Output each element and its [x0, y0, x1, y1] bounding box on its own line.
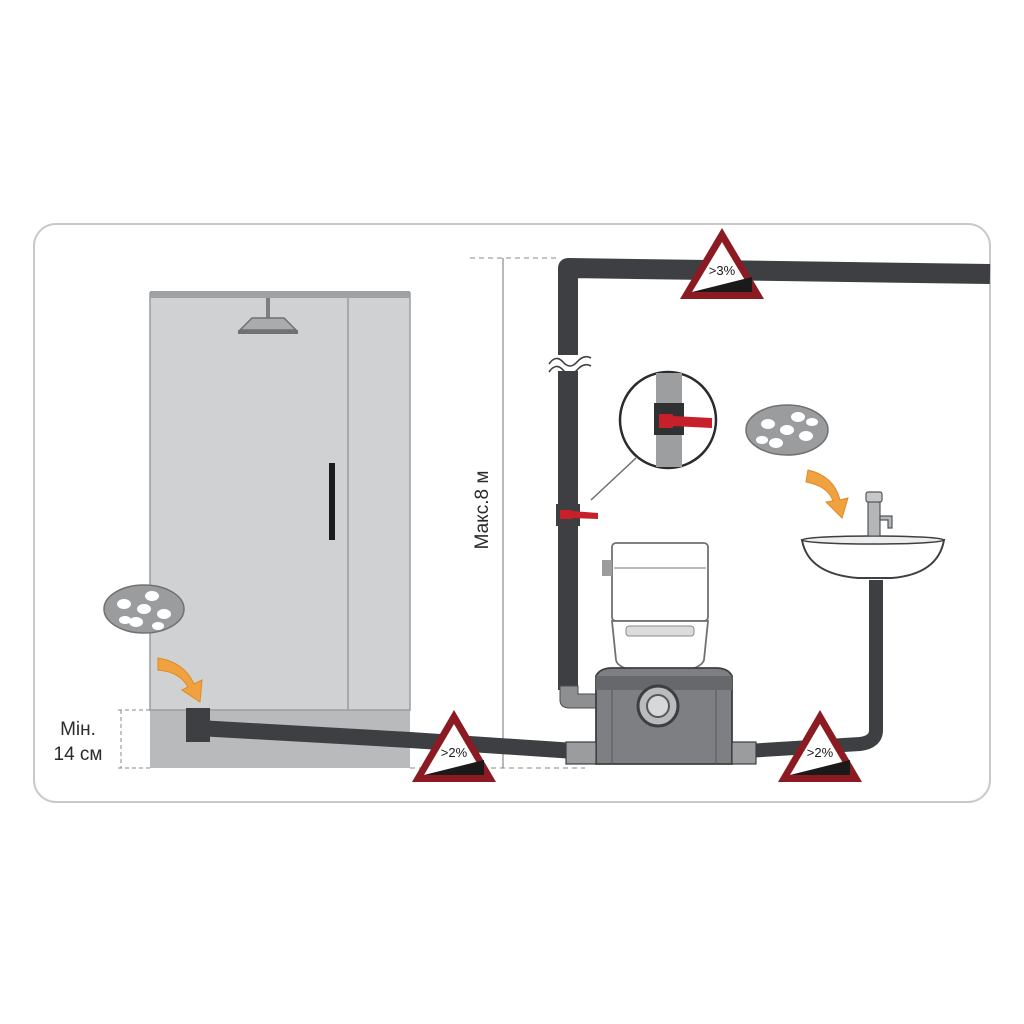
flow-arrow-shower [157, 657, 203, 703]
pump-unit [565, 542, 757, 765]
check-valve [556, 504, 598, 526]
slope-sign-shower: >2% [412, 710, 496, 782]
slope-sign-sink: >2% [778, 710, 862, 782]
max-height-label: Макс.8 м [472, 471, 493, 550]
drain-grate-icon-sink [745, 404, 829, 456]
min-height-label-line2: 14 см [54, 744, 103, 765]
shower-door-handle [329, 463, 335, 540]
sink [800, 491, 946, 579]
pipe-break-icon [548, 355, 592, 375]
faucet-icon [865, 491, 893, 537]
min-height-label-line1: Мін. [60, 719, 96, 740]
drain-grate-icon-shower [103, 584, 185, 634]
valve-detail-zoom [590, 370, 718, 501]
discharge-pipe [558, 258, 991, 690]
slope-label-sink: >2% [807, 745, 834, 760]
sink-drain-pipe [729, 580, 883, 759]
shower-cabin [149, 291, 411, 711]
slope-label-top: >3% [709, 263, 736, 278]
shower-head-icon [238, 298, 298, 334]
flow-arrow-sink [805, 469, 849, 519]
slope-sign-top: >3% [680, 228, 764, 299]
slope-label-shower: >2% [441, 745, 468, 760]
shower-drain-outlet [186, 708, 210, 742]
discharge-elbow [559, 685, 597, 709]
